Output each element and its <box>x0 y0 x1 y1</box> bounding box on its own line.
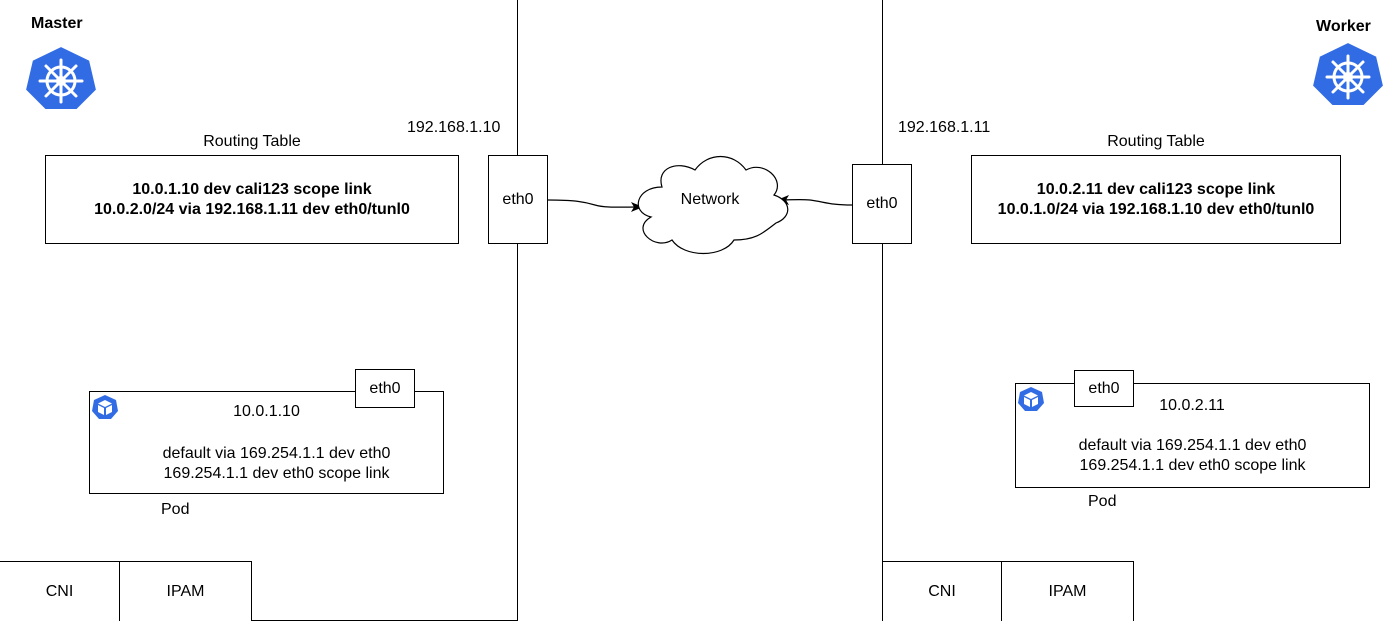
worker-eth0-interface[interactable]: eth0 <box>852 164 912 244</box>
master-routing-table-label: Routing Table <box>203 133 301 150</box>
worker-routing-table-label: Routing Table <box>1107 133 1205 150</box>
pod-route-entry: 169.254.1.1 dev eth0 scope link <box>163 465 390 482</box>
network-cloud <box>637 156 789 255</box>
pod-icon <box>91 394 119 420</box>
pod-route-entry: 169.254.1.1 dev eth0 scope link <box>1079 457 1306 474</box>
worker-routing-table: 10.0.2.11 dev cali123 scope link 10.0.1.… <box>971 155 1341 244</box>
network-label: Network <box>680 191 740 208</box>
route-entry: 10.0.1.10 dev cali123 scope link <box>132 180 372 198</box>
pod-route-entry: default via 169.254.1.1 dev eth0 <box>1078 437 1307 454</box>
master-to-network-link <box>547 199 643 213</box>
master-ip-label: 192.168.1.10 <box>407 119 501 136</box>
worker-pod-routes: default via 169.254.1.1 dev eth0 169.254… <box>1015 436 1370 476</box>
master-routing-table: 10.0.1.10 dev cali123 scope link 10.0.2.… <box>45 155 459 244</box>
master-pod[interactable] <box>89 391 444 494</box>
master-eth0-interface[interactable]: eth0 <box>488 155 548 244</box>
route-entry: 10.0.2.11 dev cali123 scope link <box>1036 180 1276 198</box>
worker-cni-box[interactable]: CNI <box>882 561 1002 621</box>
master-ipam-box[interactable]: IPAM <box>119 561 252 621</box>
worker-pod-label: Pod <box>1088 493 1117 510</box>
pod-route-entry: default via 169.254.1.1 dev eth0 <box>162 445 391 462</box>
worker-ip-label: 192.168.1.11 <box>898 119 991 136</box>
master-pod-eth0[interactable]: eth0 <box>355 369 415 408</box>
route-entry: 10.0.2.0/24 via 192.168.1.11 dev eth0/tu… <box>94 200 410 218</box>
master-title: Master <box>31 15 83 32</box>
worker-node <box>882 0 1400 621</box>
worker-ipam-box[interactable]: IPAM <box>1001 561 1134 621</box>
master-cni-box[interactable]: CNI <box>0 561 120 621</box>
worker-pod-eth0[interactable]: eth0 <box>1074 370 1134 407</box>
kubernetes-icon <box>1309 40 1387 108</box>
worker-title: Worker <box>1316 18 1371 35</box>
route-entry: 10.0.1.0/24 via 192.168.1.10 dev eth0/tu… <box>997 200 1315 218</box>
worker-pod-ip: 10.0.2.11 <box>1159 397 1225 414</box>
kubernetes-icon <box>22 44 100 112</box>
pod-icon <box>1017 386 1045 412</box>
master-pod-label: Pod <box>161 501 190 518</box>
master-pod-ip: 10.0.1.10 <box>233 403 300 420</box>
worker-to-network-link <box>777 194 853 206</box>
master-pod-routes: default via 169.254.1.1 dev eth0 169.254… <box>89 444 464 484</box>
